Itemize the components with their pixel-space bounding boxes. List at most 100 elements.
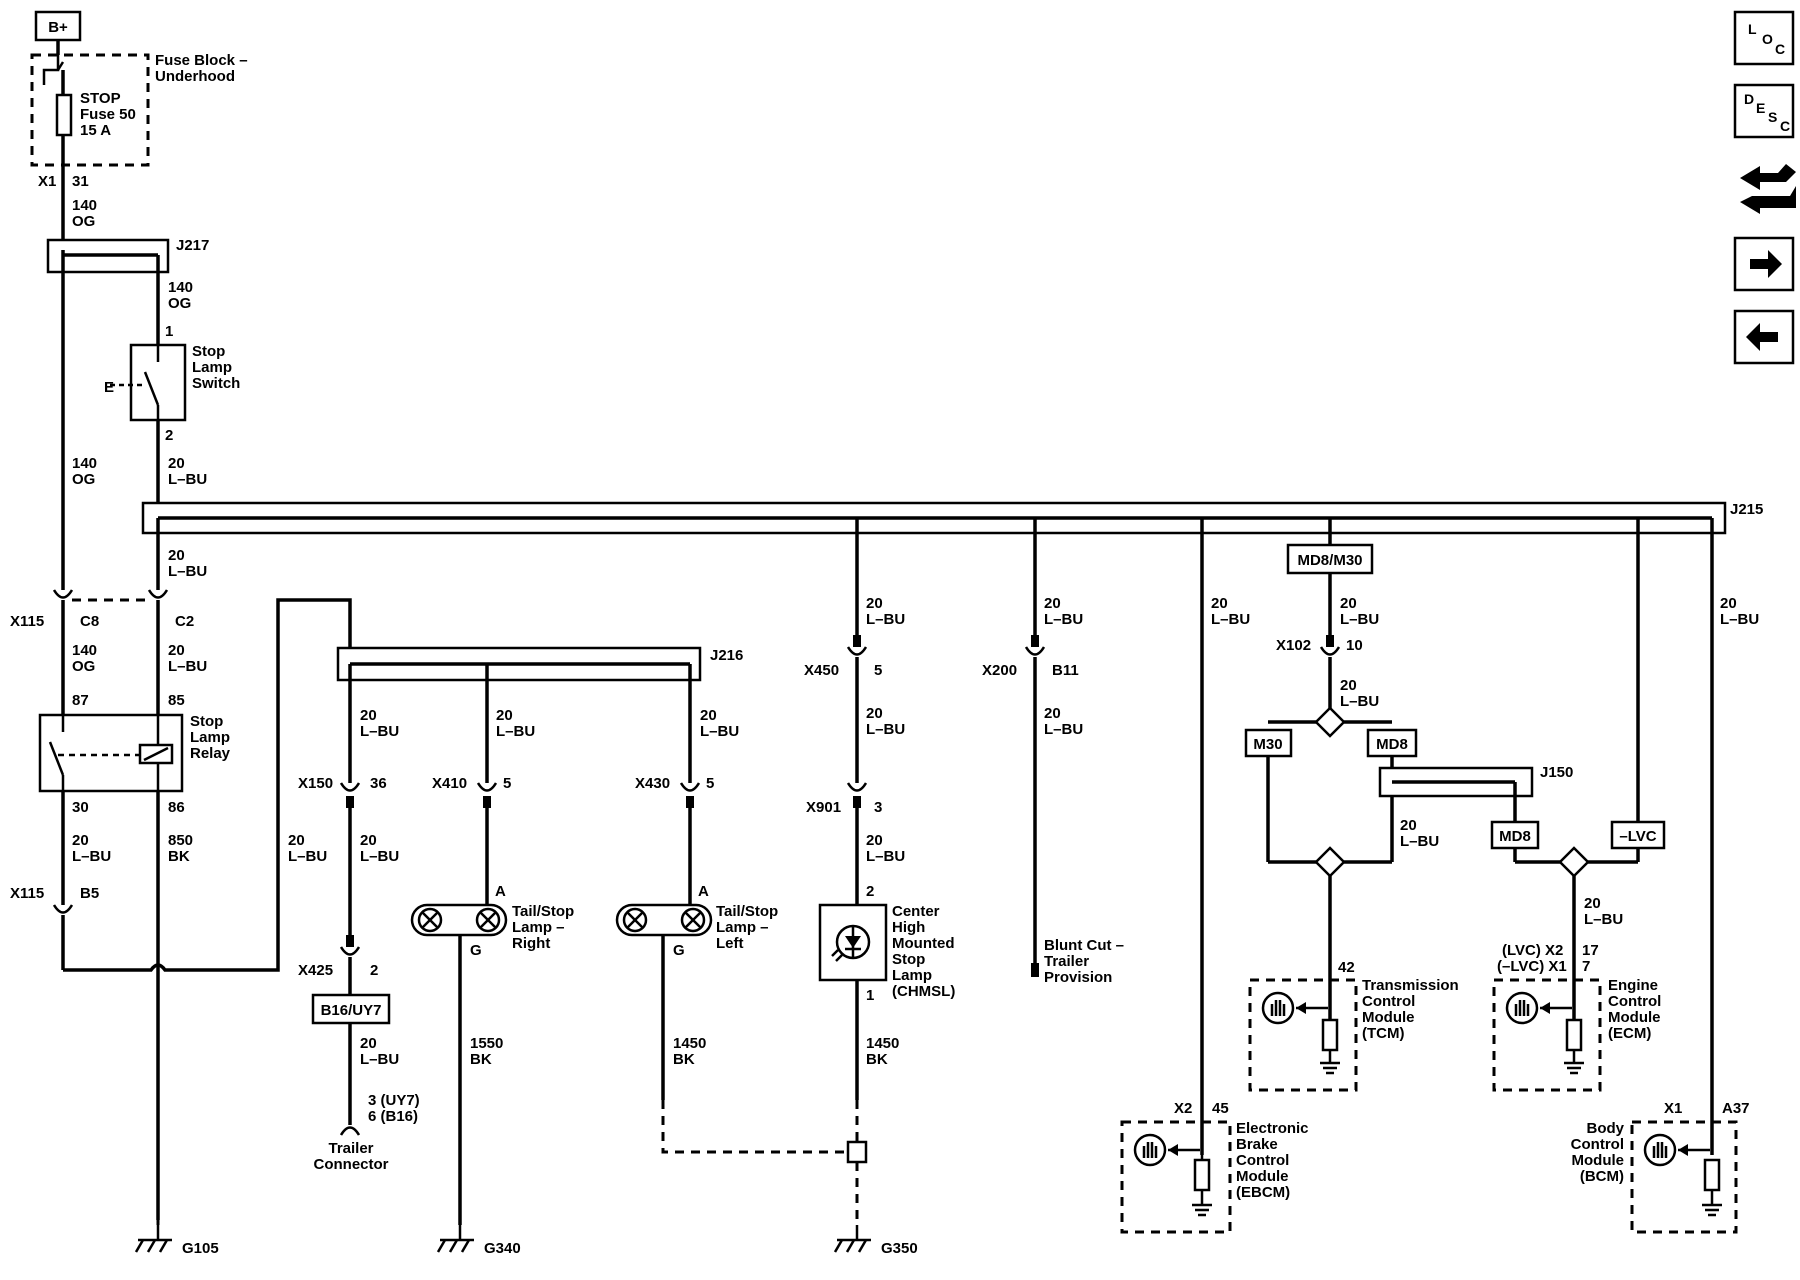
svg-text:L–BU: L–BU [866,611,905,628]
svg-text:3: 3 [874,799,882,816]
svg-text:30: 30 [72,799,89,816]
svg-text:–LVC: –LVC [1619,828,1656,845]
svg-text:42: 42 [1338,959,1355,976]
svg-text:Control: Control [1608,993,1661,1010]
svg-text:Module: Module [1236,1168,1289,1185]
svg-text:Left: Left [716,935,744,952]
svg-text:1450: 1450 [673,1035,706,1052]
svg-text:Lamp –: Lamp – [716,919,769,936]
ground-g105 [134,1225,172,1253]
svg-text:L–BU: L–BU [360,1051,399,1068]
svg-text:20: 20 [360,832,377,849]
svg-text:L–BU: L–BU [700,723,739,740]
option-lvc [1610,820,1666,850]
svg-text:20: 20 [1044,595,1061,612]
svg-text:OG: OG [72,658,95,675]
svg-text:L–BU: L–BU [1211,611,1250,628]
svg-text:20: 20 [360,707,377,724]
svg-text:Connector: Connector [314,1156,389,1173]
svg-text:20: 20 [168,455,185,472]
svg-text:140: 140 [72,197,97,214]
previous-page-button[interactable] [1733,309,1795,365]
location-view-button[interactable]: L O C [1733,10,1795,66]
svg-text:2: 2 [866,883,874,900]
hand-icon [1505,991,1539,1025]
ecm-module [1492,978,1602,1092]
svg-text:Module: Module [1572,1152,1625,1169]
svg-text:7: 7 [1582,958,1590,975]
svg-text:1: 1 [165,323,173,340]
svg-text:Stop: Stop [892,951,925,968]
svg-text:15 A: 15 A [80,122,111,139]
svg-text:2: 2 [165,427,173,444]
svg-text:O: O [1762,31,1773,47]
svg-text:X1: X1 [38,173,56,190]
svg-text:Module: Module [1608,1009,1661,1026]
svg-text:20: 20 [866,705,883,722]
svg-text:20: 20 [1340,677,1357,694]
svg-text:A: A [698,883,709,900]
description-view-button[interactable]: D E S C [1733,83,1795,139]
trailer-connector-symbol [339,1126,361,1136]
svg-text:5: 5 [706,775,714,792]
svg-text:L–BU: L–BU [360,848,399,865]
svg-text:6 (B16): 6 (B16) [368,1108,418,1125]
svg-text:E: E [1756,100,1765,116]
svg-text:20: 20 [168,547,185,564]
wrench-hand-icon[interactable] [1740,164,1796,214]
svg-text:Lamp: Lamp [892,967,932,984]
svg-text:S: S [1768,109,1777,125]
bcm-label: Body [1587,1120,1625,1137]
next-page-button[interactable] [1733,236,1795,292]
tail-stop-lamp-right [410,903,508,937]
svg-text:(LVC) X2: (LVC) X2 [1502,942,1563,959]
svg-text:L–BU: L–BU [1584,911,1623,928]
svg-text:20: 20 [168,642,185,659]
connector-x102: X102 [1276,637,1311,654]
svg-text:G350: G350 [881,1240,918,1257]
svg-text:3 (UY7): 3 (UY7) [368,1092,420,1109]
arrow-right-icon [1750,250,1782,278]
svg-text:(–LVC) X1: (–LVC) X1 [1497,958,1567,975]
svg-text:C: C [1780,118,1790,134]
svg-text:86: 86 [168,799,185,816]
svg-text:G105: G105 [182,1240,219,1257]
trailer-connector-label: Trailer [328,1140,373,1157]
svg-text:1550: 1550 [470,1035,503,1052]
svg-text:L–BU: L–BU [168,563,207,580]
svg-text:Lamp: Lamp [192,359,232,376]
svg-text:2: 2 [370,962,378,979]
svg-text:B11: B11 [1052,662,1079,679]
svg-text:OG: OG [72,213,95,230]
svg-text:L: L [1748,21,1757,37]
connector-x115-bottom: X115 [10,885,44,902]
svg-text:Lamp –: Lamp – [512,919,565,936]
connector-x150: X150 [298,775,333,792]
connector-x200: X200 [982,662,1017,679]
hand-icon [1133,1133,1167,1167]
tail-stop-lamp-left-label: Tail/Stop [716,903,778,920]
svg-text:1: 1 [866,987,874,1004]
option-md8-upper [1366,728,1418,758]
svg-text:L–BU: L–BU [1044,721,1083,738]
svg-text:L–BU: L–BU [866,848,905,865]
svg-text:L–BU: L–BU [288,848,327,865]
svg-text:L–BU: L–BU [1720,611,1759,628]
svg-text:G340: G340 [484,1240,521,1257]
svg-text:5: 5 [503,775,511,792]
svg-text:20: 20 [1340,595,1357,612]
svg-text:20: 20 [288,832,305,849]
svg-text:MD8: MD8 [1499,828,1531,845]
svg-text:C: C [1775,41,1785,57]
svg-text:J217: J217 [176,237,209,254]
svg-text:G: G [470,942,482,959]
svg-text:Control: Control [1236,1152,1289,1169]
svg-text:C8: C8 [80,613,99,630]
connector-x410: X410 [432,775,467,792]
connector-x901: X901 [806,799,841,816]
stop-lamp-relay-label: Stop [190,713,223,730]
svg-text:L–BU: L–BU [72,848,111,865]
svg-text:(BCM): (BCM) [1580,1168,1624,1185]
hand-icon [1261,991,1295,1025]
